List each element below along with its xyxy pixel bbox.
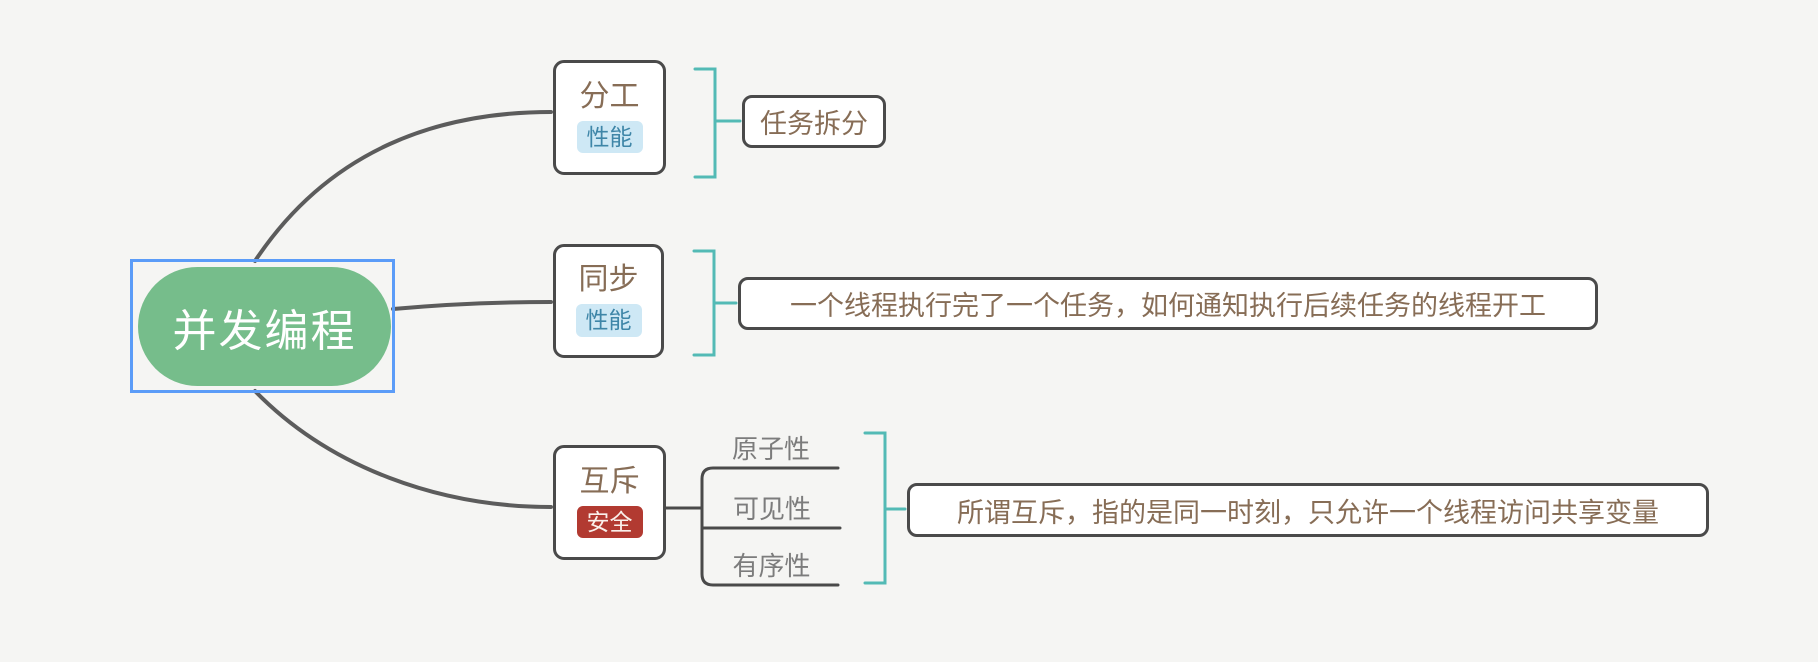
- child-topic-visibility[interactable]: 可见性: [732, 494, 811, 524]
- branch-topic-1-tag[interactable]: 性能: [576, 120, 643, 154]
- summary-topic-2[interactable]: 一个线程执行完了一个任务，如何通知执行后续任务的线程开工: [738, 277, 1598, 330]
- root-topic-label: 并发编程: [172, 306, 357, 356]
- child-topic-ordering[interactable]: 有序性: [732, 551, 811, 581]
- summary-bracket-2[interactable]: [692, 249, 716, 357]
- child-topic-atomicity[interactable]: 原子性: [731, 434, 810, 464]
- branch-topic-3[interactable]: 互斥 安全: [553, 445, 666, 560]
- connector-root-to-branch-3: [253, 389, 553, 509]
- branch-topic-2-tag[interactable]: 性能: [575, 304, 642, 337]
- branch-topic-2[interactable]: 同步 性能: [553, 244, 664, 358]
- summary-topic-1[interactable]: 任务拆分: [742, 95, 886, 148]
- summary-bracket-1[interactable]: [693, 67, 717, 179]
- branch-topic-1[interactable]: 分工 性能: [553, 60, 666, 175]
- summary-topic-3[interactable]: 所谓互斥，指的是同一时刻，只允许一个线程访问共享变量: [907, 483, 1709, 537]
- branch-topic-3-label: 互斥: [579, 464, 640, 498]
- connector-root-to-branch-1: [253, 110, 553, 263]
- branch-topic-1-label: 分工: [579, 79, 640, 113]
- connector-root-to-branch-2: [391, 300, 553, 311]
- branch-topic-2-label: 同步: [578, 263, 639, 297]
- summary-bracket-3[interactable]: [863, 431, 887, 585]
- branch-topic-3-tag[interactable]: 安全: [576, 505, 643, 539]
- root-topic[interactable]: 并发编程: [138, 267, 391, 386]
- root-topic-selection-frame: [130, 259, 395, 393]
